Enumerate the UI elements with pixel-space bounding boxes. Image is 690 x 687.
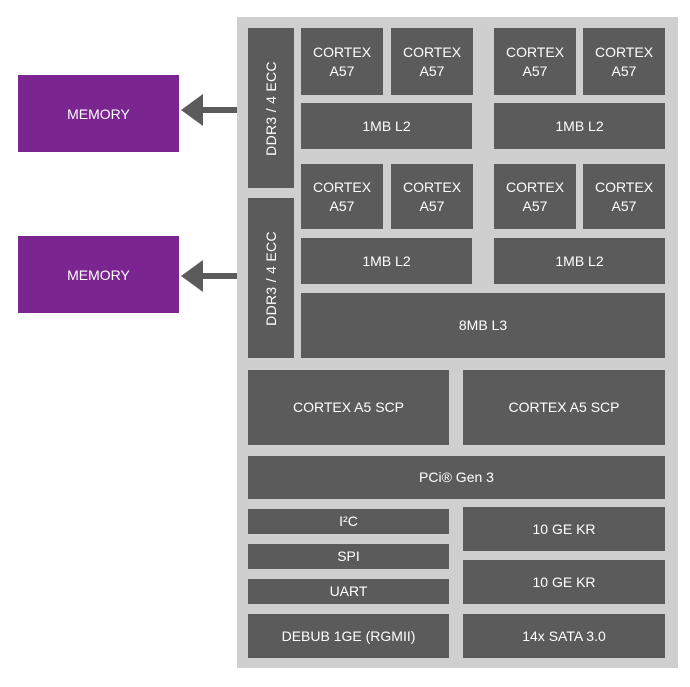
l2-cache: 1MB L2 [494,238,665,284]
cortex-a57-core: CORTEX A57 [583,28,665,95]
10ge-kr-block: 10 GE KR [463,560,665,604]
core-label-line1: CORTEX [312,43,372,60]
l2-cache: 1MB L2 [301,103,472,149]
10ge-kr-block: 10 GE KR [463,507,665,551]
l3-cache: 8MB L3 [301,293,665,358]
core-label-line2: A57 [329,62,355,79]
cortex-a5-scp: CORTEX A5 SCP [463,370,665,445]
i2c-block: I²C [248,509,449,534]
core-label-line1: CORTEX [594,178,654,195]
memory-arrow-1-icon [181,94,249,126]
core-label-line2: A57 [419,62,445,79]
ddr-controller-1-label: DDR3 / 4 ECC [262,60,279,156]
l2-cache: 1MB L2 [301,238,472,284]
core-label-line1: CORTEX [402,178,462,195]
cortex-a57-core: CORTEX A57 [301,28,383,95]
ddr-controller-2: DDR3 / 4 ECC [248,198,294,358]
cortex-a57-core: CORTEX A57 [391,28,473,95]
core-label-line1: CORTEX [505,43,565,60]
core-label-line1: CORTEX [505,178,565,195]
spi-block: SPI [248,544,449,569]
cortex-a57-core: CORTEX A57 [391,164,473,229]
debug-ge-block: DEBUB 1GE (RGMII) [248,614,449,658]
memory-block-1: MEMORY [18,75,179,152]
l2-cache: 1MB L2 [494,103,665,149]
core-label-line2: A57 [419,197,445,214]
cortex-a57-core: CORTEX A57 [583,164,665,229]
pcie-gen3: PCi® Gen 3 [248,456,665,499]
core-label-line2: A57 [329,197,355,214]
core-label-line2: A57 [611,62,637,79]
cortex-a57-core: CORTEX A57 [494,164,576,229]
core-label-line1: CORTEX [402,43,462,60]
core-label-line2: A57 [611,197,637,214]
cortex-a5-scp: CORTEX A5 SCP [248,370,449,445]
core-label-line2: A57 [522,62,548,79]
memory-block-2: MEMORY [18,236,179,313]
ddr-controller-1: DDR3 / 4 ECC [248,28,294,188]
core-label-line1: CORTEX [312,178,372,195]
sata-block: 14x SATA 3.0 [463,614,665,658]
ddr-controller-2-label: DDR3 / 4 ECC [262,230,279,326]
core-label-line2: A57 [522,197,548,214]
core-label-line1: CORTEX [594,43,654,60]
memory-arrow-2-icon [181,260,249,292]
soc-chip: DDR3 / 4 ECC DDR3 / 4 ECC CORTEX A57 COR… [237,17,678,668]
uart-block: UART [248,579,449,604]
cortex-a57-core: CORTEX A57 [494,28,576,95]
cortex-a57-core: CORTEX A57 [301,164,383,229]
